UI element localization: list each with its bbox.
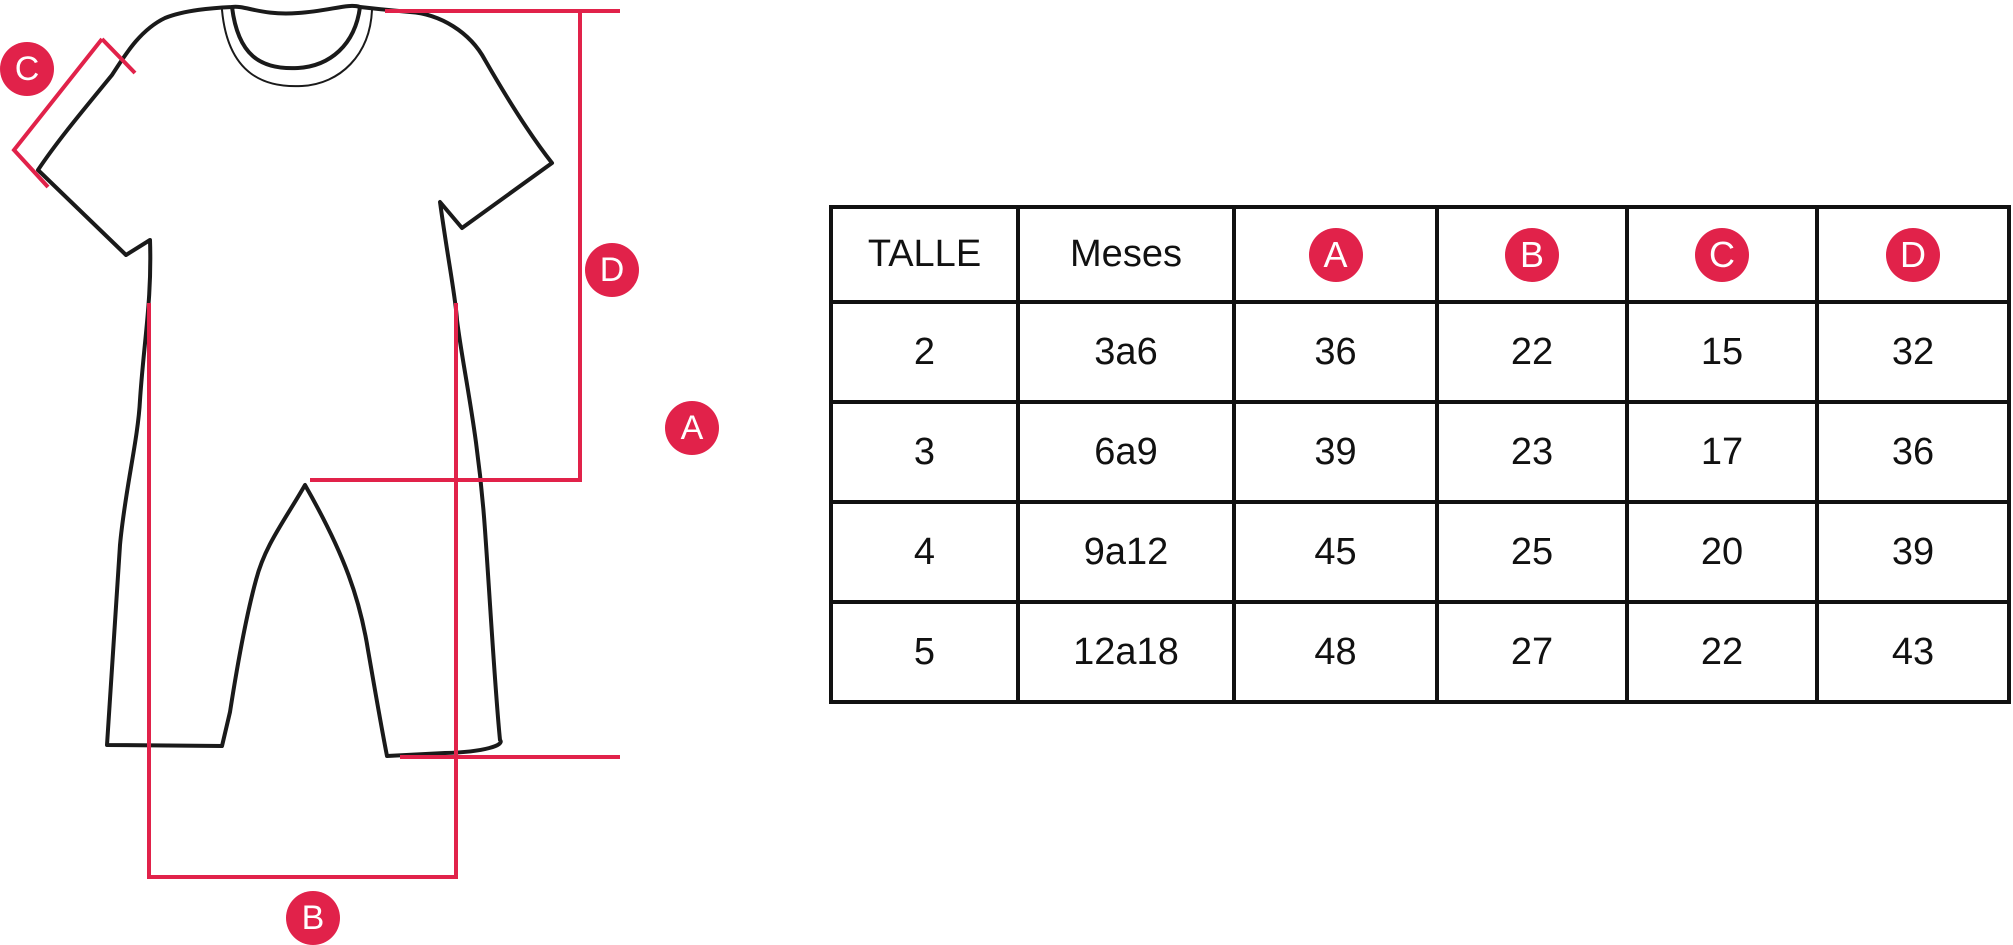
cell-c: 22 (1625, 600, 1819, 704)
marker-a-badge: A (665, 401, 719, 455)
cell-meses: 9a12 (1016, 500, 1236, 604)
cell-c: 20 (1625, 500, 1819, 604)
header-c-badge: C (1695, 227, 1749, 282)
marker-d: D (585, 243, 639, 297)
measure-line-d (310, 11, 582, 482)
marker-d-label: D (599, 251, 625, 289)
cell-a: 36 (1232, 300, 1439, 404)
cell-c: 15 (1625, 300, 1819, 404)
collar-outline (230, 5, 362, 71)
cell-c: 17 (1625, 400, 1819, 504)
cell-b: 25 (1435, 500, 1629, 604)
cell-b: 23 (1435, 400, 1629, 504)
cell-d: 32 (1815, 300, 2011, 404)
collar-inner-line (221, 9, 373, 88)
size-chart-table: TALLE Meses A B C D 2 3a6 36 22 15 32 3 … (829, 205, 2011, 704)
marker-c: C (0, 42, 54, 96)
cell-talle: 5 (829, 600, 1020, 704)
measure-line-c (11, 37, 137, 189)
header-d: D (1815, 205, 2011, 304)
measure-line-b (147, 303, 458, 879)
cell-meses: 3a6 (1016, 300, 1236, 404)
cell-d: 36 (1815, 400, 2011, 504)
cell-meses: 6a9 (1016, 400, 1236, 504)
marker-c-label: C (14, 50, 40, 88)
table-header-row: TALLE Meses A B C D (829, 205, 2011, 304)
header-a: A (1232, 205, 1439, 304)
cell-a: 48 (1232, 600, 1439, 704)
cell-meses: 12a18 (1016, 600, 1236, 704)
cell-a: 39 (1232, 400, 1439, 504)
header-b: B (1435, 205, 1629, 304)
garment-body-outline (36, 3, 554, 758)
cell-b: 22 (1435, 300, 1629, 404)
measure-lines (11, 9, 620, 879)
measure-line-a (385, 9, 620, 759)
cell-talle: 2 (829, 300, 1020, 404)
cell-a: 45 (1232, 500, 1439, 604)
marker-b-label: B (301, 899, 325, 937)
header-a-badge: A (1308, 227, 1363, 282)
table-row: 3 6a9 39 23 17 36 (829, 400, 2011, 504)
header-d-badge: D (1886, 227, 1940, 282)
cell-talle: 3 (829, 400, 1020, 504)
table-row: 5 12a18 48 27 22 43 (829, 600, 2011, 704)
header-talle: TALLE (829, 205, 1020, 304)
cell-b: 27 (1435, 600, 1629, 704)
romper-diagram (0, 0, 620, 944)
marker-b: B (286, 891, 340, 945)
cell-d: 43 (1815, 600, 2011, 704)
marker-a-label: A (680, 409, 704, 447)
header-b-badge: B (1505, 227, 1559, 282)
garment-outline (36, 3, 554, 758)
cell-d: 39 (1815, 500, 2011, 604)
table-row: 2 3a6 36 22 15 32 (829, 300, 2011, 404)
header-c: C (1625, 205, 1819, 304)
cell-talle: 4 (829, 500, 1020, 604)
romper-illustration (11, 3, 620, 879)
header-meses: Meses (1016, 205, 1236, 304)
table-row: 4 9a12 45 25 20 39 (829, 500, 2011, 604)
